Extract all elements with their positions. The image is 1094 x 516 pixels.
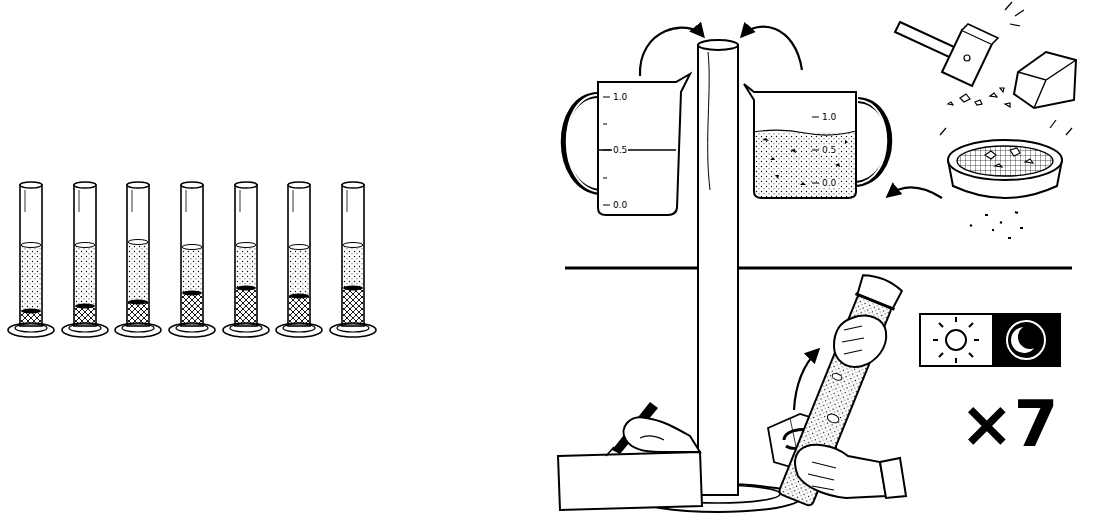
scale-number: 0.0 [612, 201, 628, 210]
scale-number: 0.0 [821, 179, 837, 188]
water-jug [564, 74, 690, 215]
divider-line [565, 267, 1072, 270]
scale-number: 1.0 [821, 113, 837, 122]
pour-arrow [742, 27, 802, 70]
transfer-arrow [888, 187, 942, 198]
pour-arrow [640, 28, 703, 76]
gloved-hands [795, 316, 906, 498]
sample-jug [744, 84, 889, 198]
day-night-icon [920, 314, 1060, 366]
scale-number: 0.5 [821, 146, 837, 155]
writing-hand [558, 402, 702, 510]
scale-number: 0.5 [612, 146, 628, 155]
hammer-rock [895, 2, 1076, 108]
sieve [940, 120, 1072, 238]
settling-cylinders [8, 182, 376, 337]
repeat-count: ×7 [960, 392, 1058, 456]
scale-number: 1.0 [612, 93, 628, 102]
